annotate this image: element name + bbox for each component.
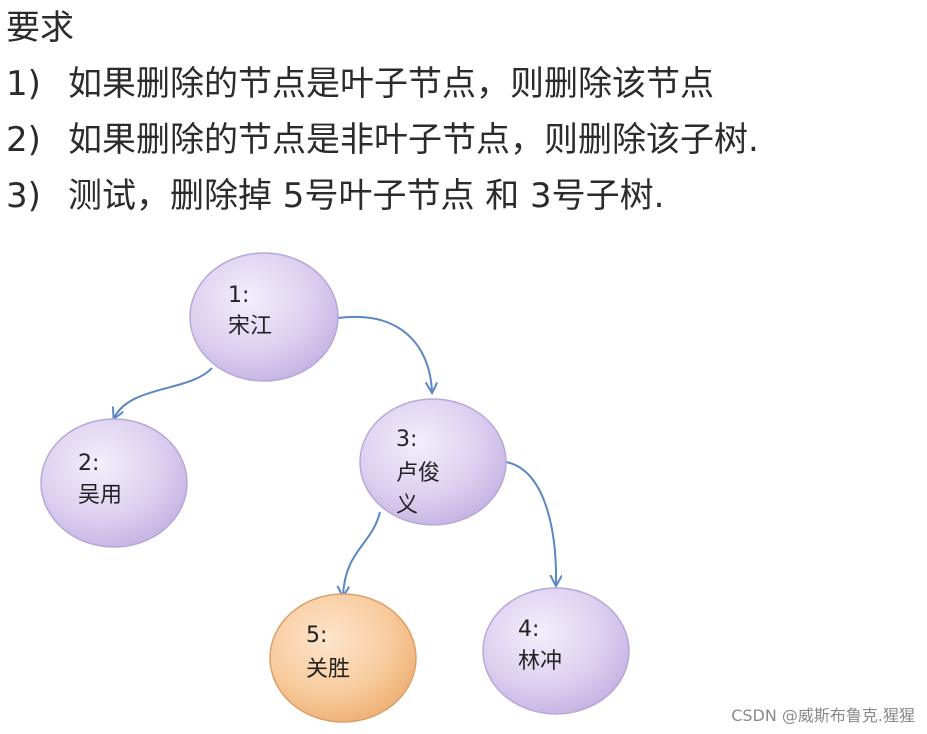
tree-node-1: 1: 宋江 [189,252,339,382]
node-label: 1: [228,283,249,308]
edge-3-to-5 [343,511,381,596]
tree-node-4: 4: 林冲 [482,587,630,715]
node-name-line2: 义 [396,493,418,518]
requirement-number: 2) [6,120,41,160]
edge-1-to-2 [114,367,213,418]
node-label: 3: [396,427,417,452]
node-name: 宋江 [228,314,272,339]
requirement-item: 1) 如果删除的节点是叶子节点，则删除该节点 [6,56,759,112]
node-label: 4: [518,617,539,642]
edge-1-to-3 [337,315,432,392]
node-label: 5: [306,623,327,648]
node-name: 吴用 [78,483,122,508]
requirement-item: 2) 如果删除的节点是非叶子节点，则删除该子树. [6,112,759,168]
edge-3-to-4 [505,461,556,585]
node-name: 林冲 [518,649,562,674]
tree-node-3: 3: 卢俊 义 [359,398,507,526]
requirements-list: 1) 如果删除的节点是叶子节点，则删除该节点 2) 如果删除的节点是非叶子节点，则删… [6,56,759,224]
watermark: CSDN @威斯布鲁克.猩猩 [731,706,915,725]
tree-node-2: 2: 吴用 [40,418,188,548]
requirement-number: 1) [6,64,41,104]
heading: 要求 [6,8,74,48]
requirement-text: 如果删除的节点是叶子节点，则删除该节点 [68,64,714,104]
node-label: 2: [78,451,99,476]
node-name-line1: 卢俊 [396,461,440,486]
tree-node-5: 5: 关胜 [269,593,417,723]
requirement-item: 3) 测试，删除掉 5号叶子节点 和 3号子树. [6,168,759,224]
node-name: 关胜 [306,657,350,682]
requirement-number: 3) [6,176,41,216]
requirement-text: 如果删除的节点是非叶子节点，则删除该子树. [68,120,759,160]
requirement-text: 测试，删除掉 5号叶子节点 和 3号子树. [68,176,665,216]
